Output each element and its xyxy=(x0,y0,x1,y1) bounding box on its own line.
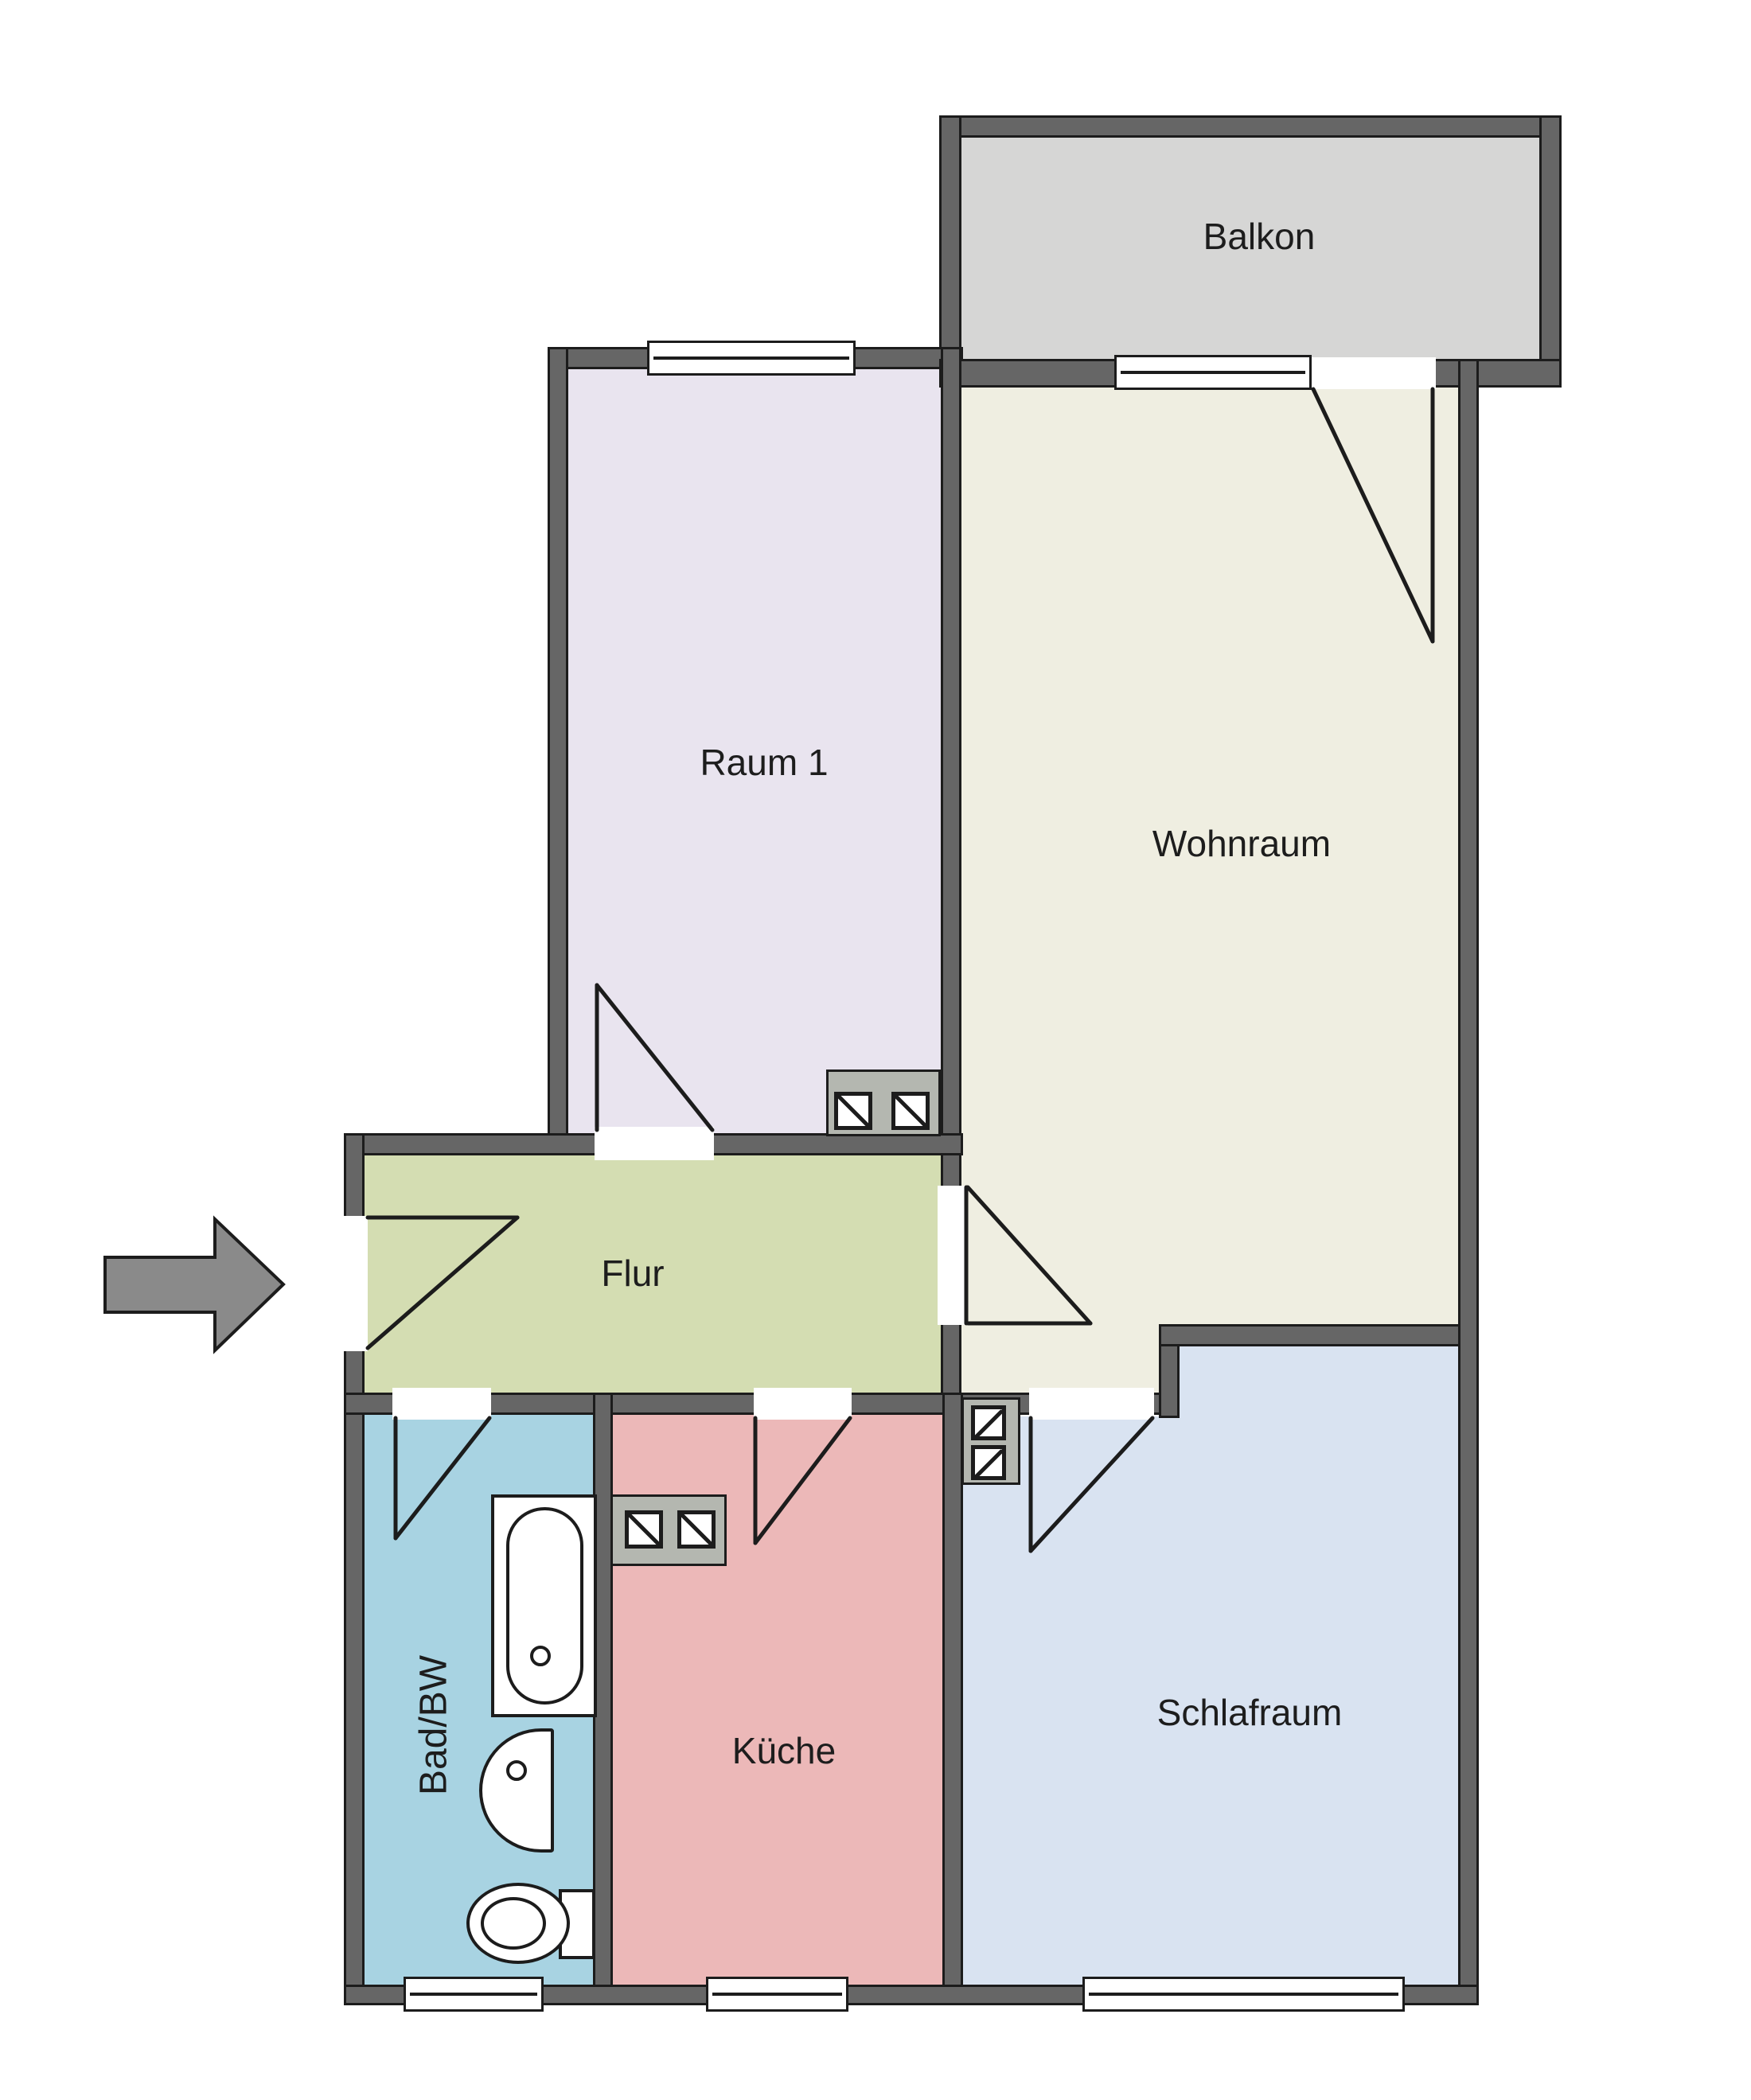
room-label-bad: Bad/BW xyxy=(412,1654,455,1796)
door-opening-kueche xyxy=(754,1388,852,1420)
door-opening-entrance xyxy=(341,1216,368,1351)
entrance-arrow-icon xyxy=(103,1215,286,1354)
room-label-kueche: Küche xyxy=(731,1730,837,1771)
wall-schlafraum-top xyxy=(1159,1324,1479,1346)
shaft-square-icon xyxy=(625,1510,663,1549)
wall-balkon-left xyxy=(939,115,961,388)
shaft-square-icon xyxy=(971,1445,1006,1480)
shaft-square-icon xyxy=(677,1510,716,1549)
window-bad xyxy=(404,1977,544,2012)
window-schlafraum xyxy=(1082,1977,1405,2012)
door-opening-balkon xyxy=(1312,357,1436,389)
room-balkon xyxy=(960,136,1541,360)
shaft-square-icon xyxy=(834,1092,872,1130)
room-label-balkon: Balkon xyxy=(1203,216,1316,257)
room-label-wohnraum: Wohnraum xyxy=(1152,823,1332,864)
bathtub-inner xyxy=(506,1507,583,1705)
shaft-square-icon xyxy=(891,1092,930,1130)
wall-balkon-top xyxy=(939,115,1562,138)
window-kueche xyxy=(706,1977,848,2012)
washbasin-drain xyxy=(506,1760,527,1781)
room-label-schlafraum: Schlafraum xyxy=(1156,1692,1343,1733)
door-opening-raum1 xyxy=(595,1127,714,1160)
wall-raum1-left xyxy=(548,347,568,1155)
wall-right-outer xyxy=(1458,359,1479,2005)
door-opening-schlafraum xyxy=(1029,1388,1154,1420)
toilet-inner xyxy=(481,1897,546,1950)
toilet-tank xyxy=(559,1889,595,1959)
shaft-square-icon xyxy=(971,1405,1006,1440)
room-schlafraum xyxy=(1178,1345,1460,1988)
window-raum1 xyxy=(647,341,856,376)
door-opening-bad xyxy=(392,1388,491,1420)
bathtub-drain xyxy=(530,1646,551,1666)
door-opening-wohnraum xyxy=(938,1186,968,1325)
room-label-flur: Flur xyxy=(601,1253,665,1294)
room-label-raum1: Raum 1 xyxy=(700,742,829,783)
window-wohnraum-balkon xyxy=(1114,355,1312,390)
wall-balkon-right xyxy=(1539,115,1562,388)
wall-kueche-schlafraum xyxy=(942,1393,963,2005)
